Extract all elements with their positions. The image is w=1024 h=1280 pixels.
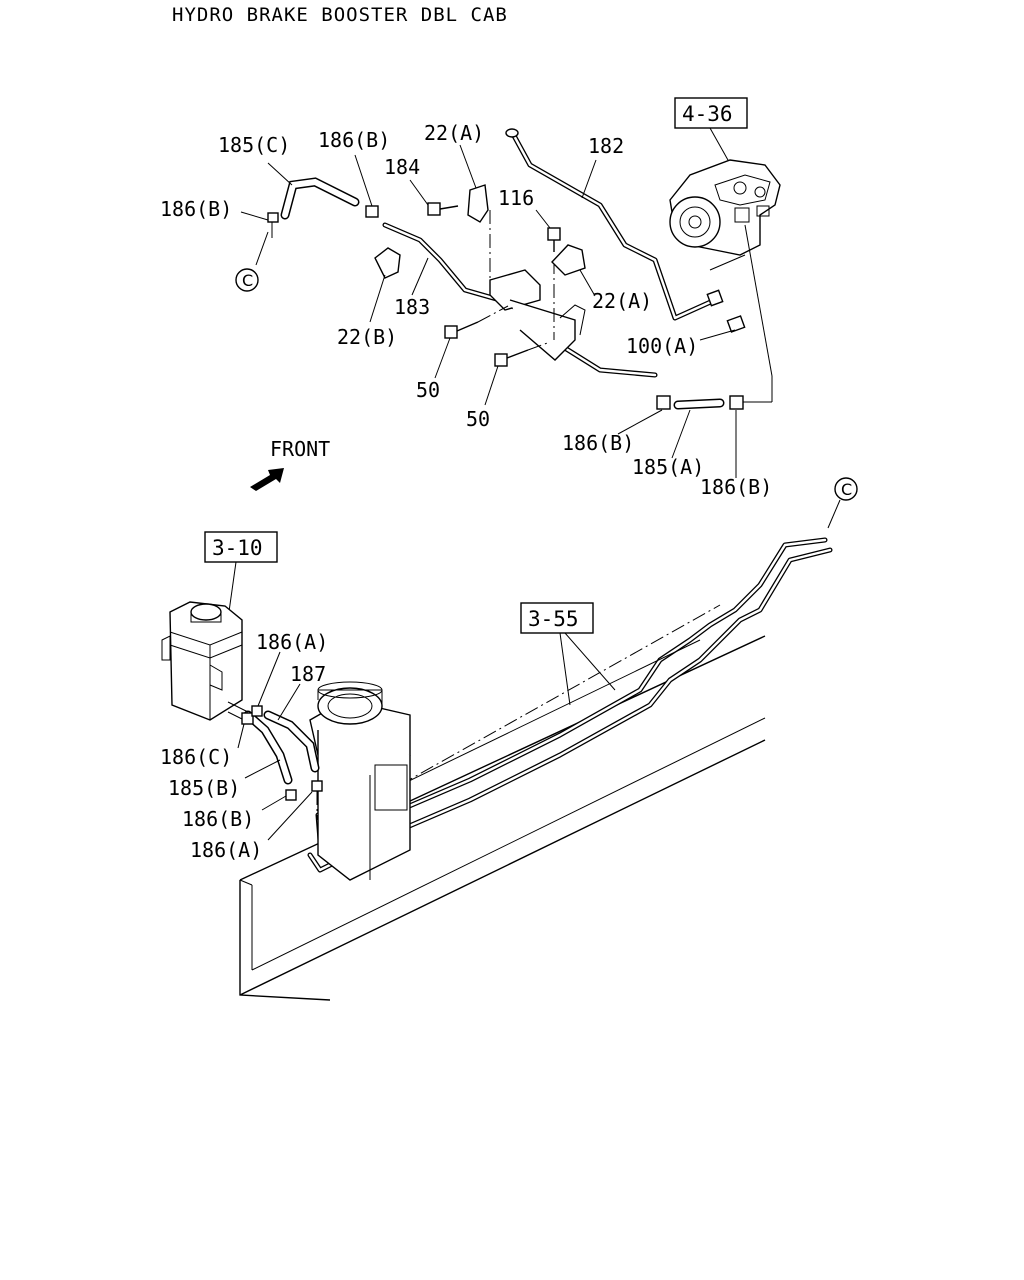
mounting-bracket — [489, 269, 541, 311]
diagram-title: HYDRO BRAKE BOOSTER DBL CAB — [172, 4, 508, 26]
clamp-186b-left — [267, 212, 279, 223]
callout-186b-low[interactable]: 186(B) — [182, 807, 254, 831]
leader-line — [277, 683, 301, 721]
nut-116 — [547, 227, 561, 252]
clamp-186c — [241, 712, 254, 725]
connector-marker-c-lower: C — [834, 477, 858, 501]
pipe-end-fitting — [505, 128, 519, 138]
leader-line — [579, 269, 596, 297]
callout-186b-bot1[interactable]: 186(B) — [562, 431, 634, 455]
clamp-186b-low — [285, 789, 297, 801]
callout-182[interactable]: 182 — [588, 134, 624, 158]
leader-line — [240, 211, 269, 221]
callout-185b[interactable]: 185(B) — [168, 776, 240, 800]
leader-line — [484, 365, 499, 406]
clamp-186a-top — [251, 705, 263, 717]
callout-183[interactable]: 183 — [394, 295, 430, 319]
leader-line — [354, 154, 373, 207]
callout-100a[interactable]: 100(A) — [626, 334, 698, 358]
leader-line — [409, 179, 429, 206]
nut-100a — [726, 315, 746, 333]
callout-186b-top[interactable]: 186(B) — [318, 128, 390, 152]
leader-line — [261, 795, 287, 811]
leader-line — [237, 723, 245, 749]
callout-labels: 185(C) 186(B) 22(A) 184 182 186(B) 116 2… — [160, 121, 772, 862]
svg-text:3-10: 3-10 — [212, 536, 263, 560]
callout-116[interactable]: 116 — [498, 186, 534, 210]
bolt-50-b — [494, 349, 529, 367]
clamp-186a-low — [311, 780, 323, 792]
callout-187[interactable]: 187 — [290, 662, 326, 686]
leader-line — [699, 329, 736, 341]
leader-line — [564, 632, 616, 691]
front-label: FRONT — [270, 437, 330, 461]
svg-text:C: C — [841, 480, 852, 499]
bolt-184 — [427, 202, 459, 216]
leader-line — [267, 791, 313, 841]
clamp-186b — [365, 205, 379, 218]
leader-line — [459, 144, 477, 189]
leader-line — [257, 651, 281, 707]
reference-box-4-36[interactable]: 4-36 — [674, 97, 748, 129]
callout-186a-top[interactable]: 186(A) — [256, 630, 328, 654]
callout-186b-bot2[interactable]: 186(B) — [700, 475, 772, 499]
svg-text:3-55: 3-55 — [528, 607, 579, 631]
leader-line — [244, 759, 281, 779]
clip-22b — [374, 247, 401, 279]
reference-box-3-10[interactable]: 3-10 — [204, 531, 278, 563]
leader-line — [617, 409, 663, 435]
clip-22a-top — [467, 184, 489, 223]
leader-line — [267, 162, 293, 186]
clamp-186b-2 — [729, 395, 744, 410]
svg-text:4-36: 4-36 — [682, 102, 733, 126]
leader-line — [535, 209, 551, 229]
clamp-186b-1 — [656, 395, 671, 410]
callout-185c[interactable]: 185(C) — [218, 133, 290, 157]
leader-line — [581, 159, 597, 199]
connector-marker-c-upper: C — [235, 268, 259, 292]
callout-22b[interactable]: 22(B) — [337, 325, 397, 349]
leader-line — [369, 274, 386, 323]
reference-box-3-55[interactable]: 3-55 — [520, 602, 594, 634]
leader-line — [671, 409, 691, 459]
callout-186a-low[interactable]: 186(A) — [190, 838, 262, 862]
power-steering-pump — [669, 159, 781, 256]
front-arrow-icon — [250, 468, 284, 491]
fluid-reservoir — [161, 601, 243, 721]
callout-50-b[interactable]: 50 — [466, 407, 490, 431]
callout-185a[interactable]: 185(A) — [632, 455, 704, 479]
clip-22a-mid — [551, 244, 586, 276]
callout-184[interactable]: 184 — [384, 155, 420, 179]
leader-line — [411, 257, 429, 296]
brake-booster-block — [309, 681, 411, 881]
callout-22a-mid[interactable]: 22(A) — [592, 289, 652, 313]
fitting-100a — [706, 289, 724, 307]
callout-50-a[interactable]: 50 — [416, 378, 440, 402]
callout-186c[interactable]: 186(C) — [160, 745, 232, 769]
callout-22a-top[interactable]: 22(A) — [424, 121, 484, 145]
bolt-50-a — [444, 321, 479, 339]
leader-line — [559, 632, 571, 706]
callout-186b-left[interactable]: 186(B) — [160, 197, 232, 221]
svg-text:C: C — [242, 271, 253, 290]
leader-line — [434, 337, 451, 379]
